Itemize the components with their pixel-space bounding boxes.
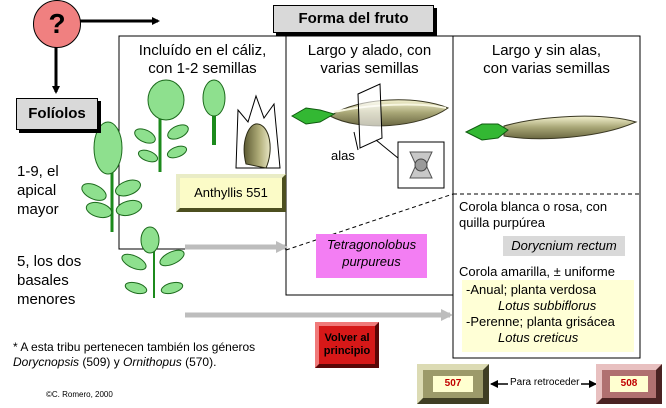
page-508-button[interactable]: 508 — [596, 364, 662, 404]
footnote: * A esta tribu pertenecen también los gé… — [13, 340, 255, 370]
lotus-creticus: Lotus creticus — [498, 330, 579, 345]
ornithopus-name: Ornithopus — [123, 355, 182, 369]
back-to-start-line-1: Volver al — [324, 332, 370, 344]
back-to-start-button[interactable]: Volver al principio — [315, 322, 379, 368]
corolla-yellow-text: Corola amarilla, ± uniforme — [459, 264, 615, 279]
col3-line-1: Largo y sin alas, — [491, 42, 602, 59]
page-507-label: 507 — [433, 376, 473, 392]
anthyllis-leaf-illustration — [134, 79, 189, 172]
col1-line-2: con 1-2 semillas — [148, 60, 257, 77]
simple-leaf-illustration — [202, 79, 226, 145]
leaflets-option-2: 5, los dos basales menores — [17, 252, 81, 309]
corolla-white-line-2: quilla purpúrea — [459, 215, 546, 230]
footnote-line-2: Dorycnopsis (509) y Ornithopus (570). — [13, 355, 255, 370]
page-507-button[interactable]: 507 — [417, 364, 489, 404]
winged-pod-illustration — [290, 83, 450, 189]
calyx-seed-illustration — [235, 94, 281, 169]
leaflets-label: Folíolos — [28, 105, 86, 122]
anthyllis-link[interactable]: Anthyllis 551 — [176, 174, 286, 212]
col3-frame — [452, 35, 641, 359]
tetragonolobus-line-1: Tetragonolobus — [326, 237, 417, 252]
back-to-start-line-2: principio — [323, 345, 371, 357]
tetragonolobus-line-2: purpureus — [342, 254, 401, 269]
column-1-title: Incluído en el cáliz, con 1-2 semillas — [120, 42, 285, 78]
option2-line-3: menores — [17, 291, 76, 308]
col2-line-2: varias semillas — [320, 60, 419, 77]
column-3-title: Largo y sin alas, con varias semillas — [454, 42, 639, 78]
unwinged-pod-illustration — [464, 115, 638, 141]
option2-line-1: 5, los dos — [17, 253, 82, 270]
leaflets-label-box: Folíolos — [16, 98, 98, 130]
tetragonolobus-box: Tetragonolobus purpureus — [316, 234, 427, 278]
dorycnium-box: Dorycnium rectum — [503, 236, 625, 256]
corolla-white-line-1: Corola blanca o rosa, con — [459, 199, 608, 214]
option1-line-1: 1-9, el — [17, 163, 59, 180]
dorycnopsis-name: Dorycnopsis — [13, 355, 80, 369]
page-508-label: 508 — [610, 376, 648, 392]
leaf-1-9-illustration — [81, 121, 143, 232]
col1-line-1: Incluído en el cáliz, — [138, 42, 267, 59]
perennial-line: -Perenne; planta grisácea — [466, 314, 615, 329]
fruit-shape-header: Forma del fruto — [273, 5, 434, 33]
leaf-5-illustration — [121, 226, 185, 298]
annual-line: -Anual; planta verdosa — [466, 282, 597, 297]
column-2-title: Largo y alado, con varias semillas — [287, 42, 452, 78]
question-mark: ? — [48, 8, 66, 39]
corolla-white-text: Corola blanca o rosa, con quilla purpúre… — [459, 199, 607, 231]
col2-line-1: Largo y alado, con — [307, 42, 432, 59]
option1-line-3: mayor — [17, 201, 59, 218]
anthyllis-label: Anthyllis 551 — [194, 185, 268, 200]
go-back-label: Para retroceder — [508, 377, 582, 388]
question-circle: ? — [33, 0, 81, 48]
lotus-subbiflorus: Lotus subbiflorus — [498, 298, 597, 313]
copyright: ©C. Romero, 2000 — [46, 390, 113, 399]
col3-line-2: con varias semillas — [483, 60, 610, 77]
lotus-box: -Anual; planta verdosa Lotus subbiflorus… — [462, 280, 634, 352]
wings-label: alas — [330, 148, 356, 163]
leaflets-option-1: 1-9, el apical mayor — [17, 162, 59, 219]
option1-line-2: apical — [17, 182, 57, 199]
header-title: Forma del fruto — [298, 10, 409, 27]
dorycnopsis-number: (509) y — [79, 355, 124, 369]
option2-line-2: basales — [17, 272, 69, 289]
footnote-line-1: * A esta tribu pertenecen también los gé… — [13, 340, 256, 354]
ornithopus-number: (570). — [181, 355, 217, 369]
